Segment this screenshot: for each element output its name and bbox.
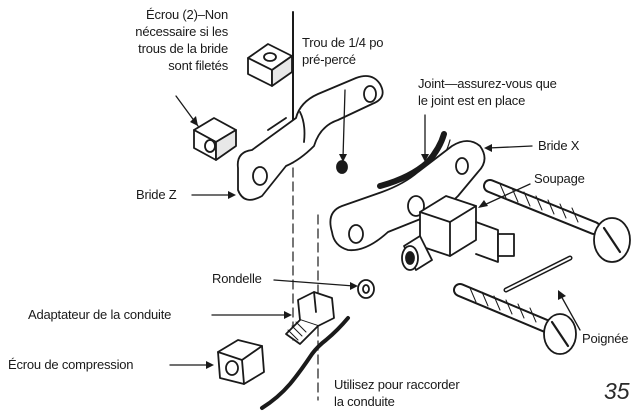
valve-handle [503, 255, 573, 293]
label-ecrou-compression: Écrou de compression [8, 357, 134, 372]
label-utilisez: Utilisez pour raccorder la conduite [334, 377, 460, 409]
label-adaptateur: Adaptateur de la conduite [28, 307, 172, 322]
square-nut-bottom [193, 117, 237, 161]
label-bride-x: Bride X [538, 138, 580, 153]
label-poignee: Poignée [582, 331, 629, 346]
pre-drilled-hole [336, 160, 348, 174]
washer-part [357, 279, 375, 299]
leader-lines [169, 89, 581, 369]
label-ecrou: Écrou (2)–Non nécessaire si les trous de… [135, 7, 228, 73]
label-rondelle: Rondelle [212, 271, 262, 286]
connection-bracket [260, 316, 350, 410]
label-soupage: Soupage [534, 171, 585, 186]
bolt-upper [483, 179, 631, 263]
bolt-lower [453, 283, 577, 355]
page-number: 35 [604, 378, 630, 404]
compression-nut-part [217, 339, 265, 385]
bride-z-clamp [236, 75, 384, 201]
label-joint: Joint—assurez-vous que le joint est en p… [418, 76, 557, 108]
label-trou: Trou de 1/4 po pré-percé [302, 35, 384, 67]
label-bride-z: Bride Z [136, 187, 177, 202]
square-nut-top [247, 43, 293, 87]
valve-body [401, 195, 515, 271]
line-adapter-part [285, 291, 335, 345]
